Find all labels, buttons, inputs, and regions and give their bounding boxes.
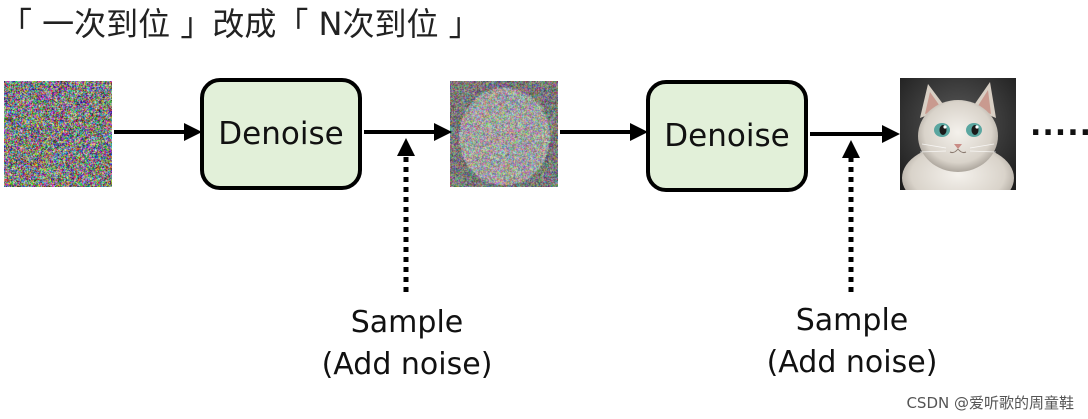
sample-label-1-line1: Sample [350,305,464,340]
continuation-ellipsis: ...... [1030,108,1088,143]
denoise-block-1: Denoise [200,78,362,190]
watermark-text: CSDN @爱听歌的周童鞋 [906,394,1074,412]
sample-label-2-line2: (Add noise) [766,345,938,380]
sample-arrowhead-1 [397,138,415,156]
sample-label-1: Sample (Add noise) [297,302,517,386]
sample-label-2-line1: Sample [795,303,909,338]
diagram-title: 「 一次到位 」改成「 N次到位 」 [0,5,481,43]
sample-label-2: Sample (Add noise) [742,300,962,384]
denoise-block-2: Denoise [646,80,808,192]
pure-noise-image [4,81,112,187]
denoise-label-2: Denoise [664,118,790,154]
noisy-cat-image [450,81,558,187]
denoise-label-1: Denoise [218,116,344,152]
sample-arrowhead-2 [842,140,860,158]
cat-illustration [900,78,1016,190]
clean-cat-image [900,78,1016,190]
sample-label-1-line2: (Add noise) [321,347,493,382]
